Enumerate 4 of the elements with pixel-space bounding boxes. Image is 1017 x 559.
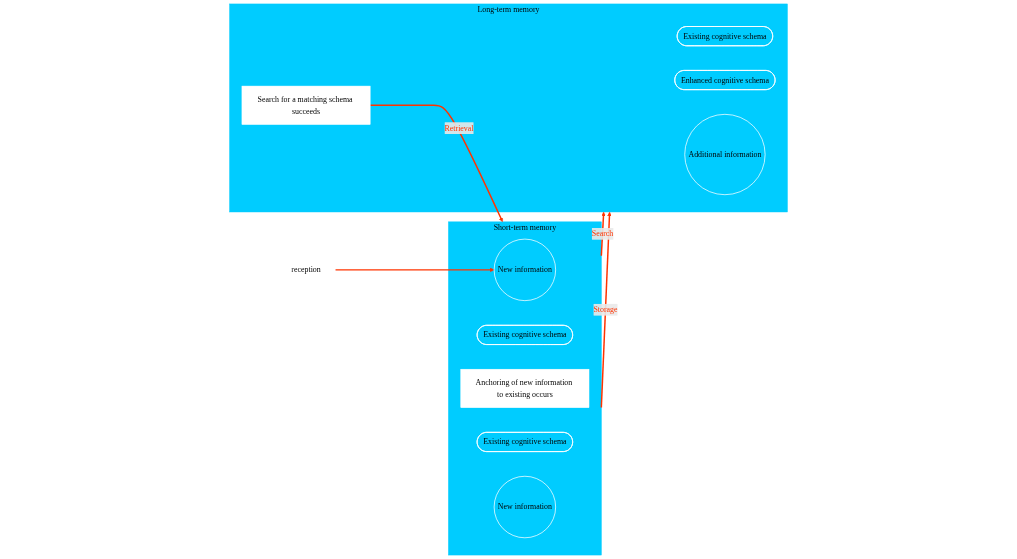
arrow [369,104,503,223]
arrow [600,211,606,257]
arrow [600,211,612,409]
arrow [334,267,495,273]
